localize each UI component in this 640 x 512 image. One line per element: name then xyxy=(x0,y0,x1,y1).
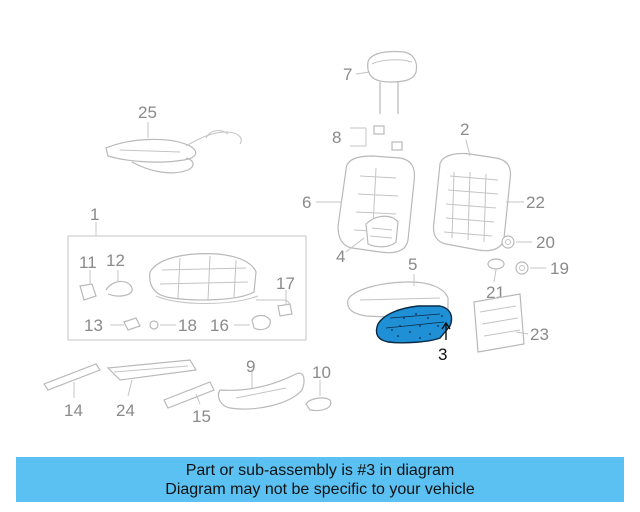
callout-13: 13 xyxy=(84,316,103,335)
part-17-bolt[interactable] xyxy=(277,303,293,317)
callout-9: 9 xyxy=(246,357,255,376)
callout-8: 8 xyxy=(332,128,341,147)
callout-1: 1 xyxy=(90,205,99,224)
part-23-back-panel[interactable] xyxy=(473,293,525,353)
callout-5: 5 xyxy=(408,255,417,274)
callout-10: 10 xyxy=(312,363,331,382)
part-19-cover-cap[interactable] xyxy=(515,261,529,275)
part-24-seat-panel[interactable] xyxy=(106,359,197,381)
part-7-headrest[interactable] xyxy=(367,50,418,114)
callout-11: 11 xyxy=(79,253,97,272)
part-16-motor[interactable] xyxy=(251,314,271,331)
part-12-harness[interactable] xyxy=(105,280,133,297)
part-18-clip[interactable] xyxy=(149,320,159,330)
part-4-seatback-pad[interactable] xyxy=(365,215,399,248)
banner-line-2: Diagram may not be specific to your vehi… xyxy=(165,480,475,498)
part-10-lever[interactable] xyxy=(305,397,332,412)
callout-24: 24 xyxy=(116,401,135,420)
part-21-clip[interactable] xyxy=(487,258,505,270)
seat-parts-diagram: 25 7 8 6 4 2 22 xyxy=(43,50,569,426)
callout-15: 15 xyxy=(192,407,211,426)
callout-18: 18 xyxy=(178,316,197,335)
callout-3: 3 xyxy=(438,345,447,364)
part-11-bracket[interactable] xyxy=(79,283,97,301)
callout-7: 7 xyxy=(343,65,352,84)
part-15-side-trim[interactable] xyxy=(163,381,215,409)
part-20-recliner-knob[interactable] xyxy=(501,235,515,249)
callout-22: 22 xyxy=(526,193,545,212)
callout-14: 14 xyxy=(64,401,83,420)
callout-6: 6 xyxy=(302,193,311,212)
callout-17: 17 xyxy=(276,274,295,293)
part-13-bracket[interactable] xyxy=(123,317,141,331)
callout-16: 16 xyxy=(210,316,229,335)
callout-4: 4 xyxy=(336,247,345,266)
callout-20: 20 xyxy=(536,233,555,252)
banner-line-1: Part or sub-assembly is #3 in diagram xyxy=(185,461,455,479)
callout-25: 25 xyxy=(138,103,157,122)
part-3-cushion-pad-highlighted[interactable] xyxy=(375,305,453,344)
callout-2: 2 xyxy=(460,120,469,139)
callout-23: 23 xyxy=(530,325,549,344)
callout-19: 19 xyxy=(550,259,569,278)
part-9-side-shield[interactable] xyxy=(217,372,305,410)
part-14-trim-rail[interactable] xyxy=(43,363,101,391)
part-8-headrest-guides[interactable] xyxy=(350,125,403,151)
part-25-heater-element[interactable] xyxy=(105,130,242,174)
callout-12: 12 xyxy=(106,251,125,270)
part-2-seatback-frame[interactable] xyxy=(432,139,512,252)
info-banner: Part or sub-assembly is #3 in diagram Di… xyxy=(16,457,624,502)
